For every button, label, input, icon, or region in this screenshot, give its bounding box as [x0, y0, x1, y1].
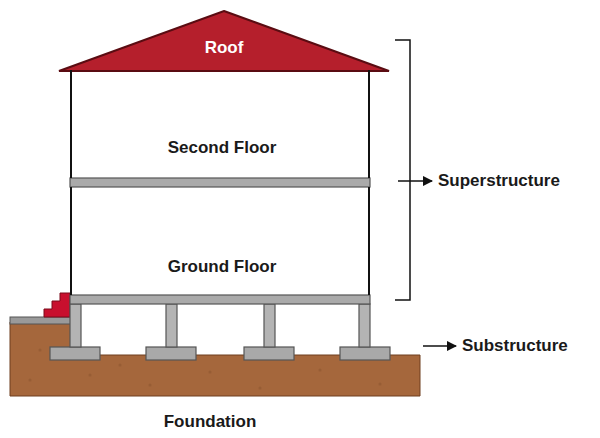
columns: [70, 304, 370, 347]
floor-room: Ground Floor: [70, 187, 370, 295]
foundation-label: Foundation: [164, 412, 257, 432]
leader-arrow: [423, 345, 456, 347]
floor-room: Second Floor: [70, 70, 370, 178]
floor-slab: [70, 178, 370, 187]
floor-label: Second Floor: [168, 138, 277, 158]
bracket: [395, 40, 410, 300]
footings: [50, 347, 390, 360]
roof-triangle: Roof: [58, 10, 390, 72]
roof-label: Roof: [205, 38, 244, 58]
structure-label: Substructure: [462, 336, 568, 356]
structure-label: Superstructure: [438, 171, 560, 191]
roof-shape: [59, 11, 389, 71]
floor-slab: [70, 295, 370, 304]
leader-arrow: [398, 180, 432, 182]
steps: [44, 293, 70, 317]
floor-label: Ground Floor: [168, 257, 277, 277]
paving: [10, 317, 72, 324]
